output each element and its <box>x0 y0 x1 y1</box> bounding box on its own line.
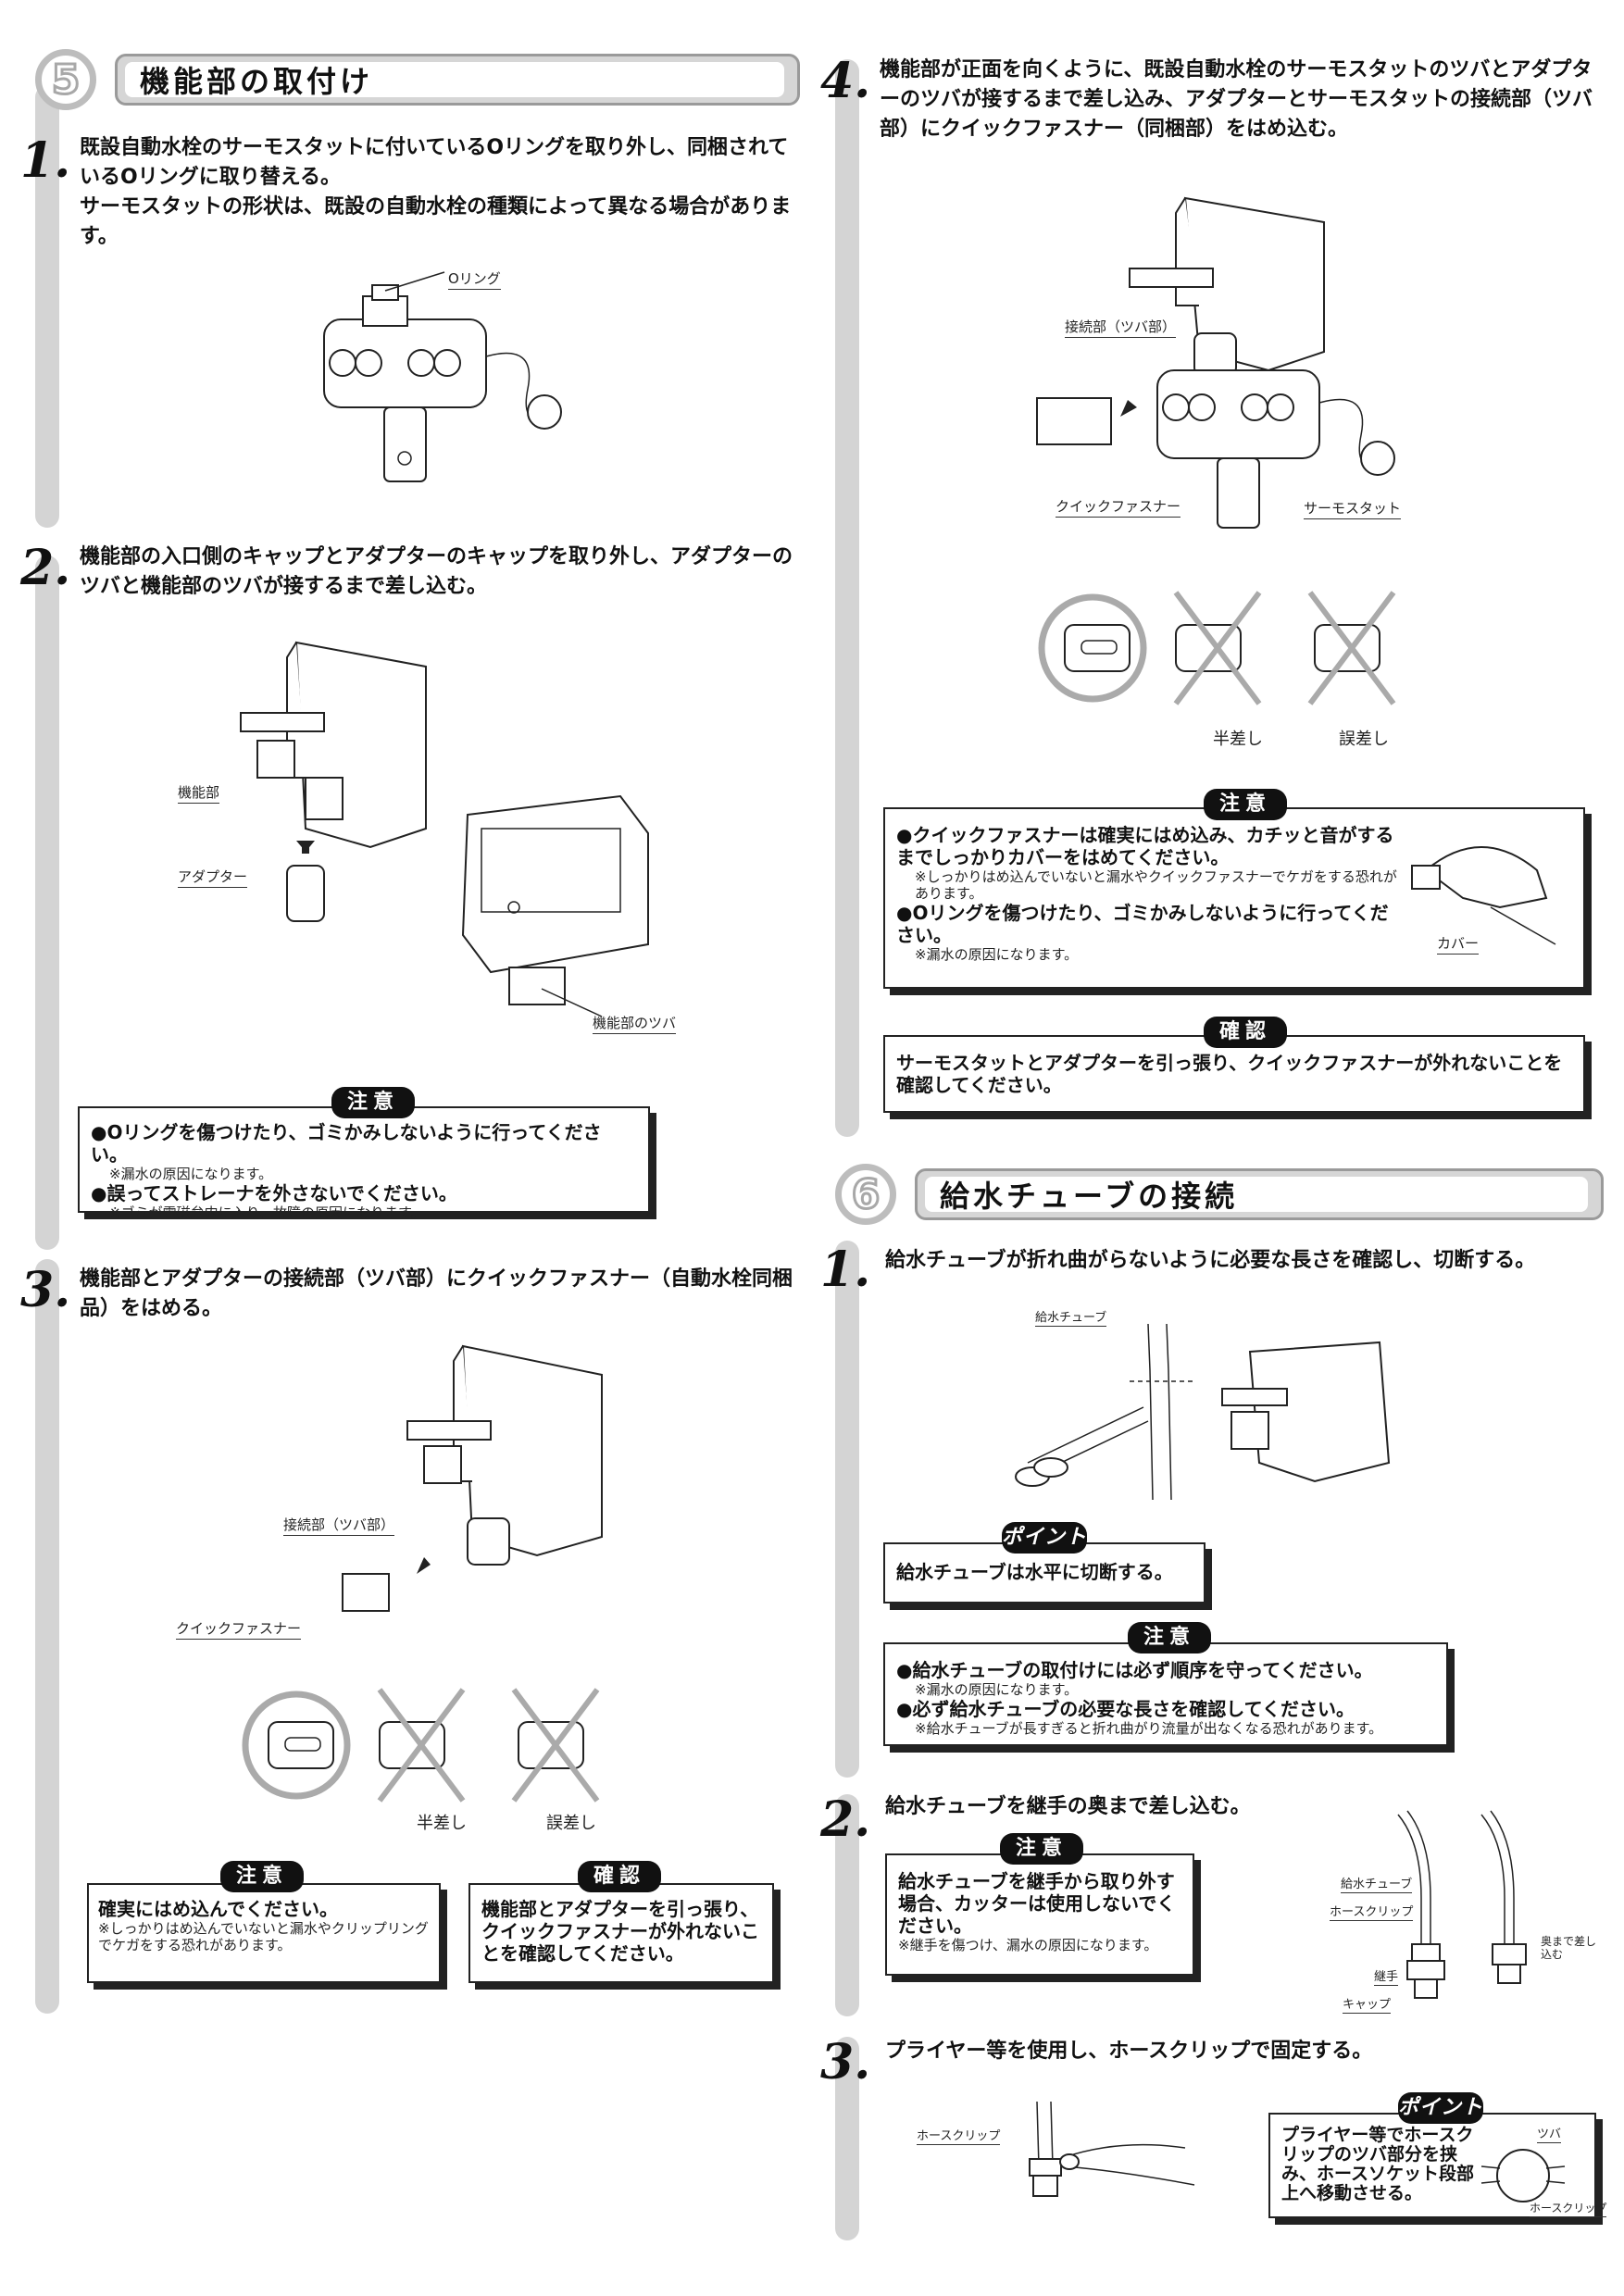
label-thermostat: サーモスタット <box>1304 498 1402 519</box>
step-text: 機能部の入口側のキャップとアダプターのキャップを取り外し、アダプターのツバと機能… <box>80 545 793 598</box>
fastener-fit-examples <box>242 1688 600 1803</box>
caution-bullet-2: ●Oリングを傷つけたり、ゴミかみしないように行ってください。 <box>896 902 1389 946</box>
label-hose-clip: ホースクリップ <box>1330 1902 1414 1921</box>
section-number: 6 <box>835 1164 896 1225</box>
section-title: 機能部の取付け <box>125 62 784 99</box>
step-text: 機能部とアダプターの接続部（ツバ部）にクイックファスナー（自動水栓同梱品）をはめ… <box>80 1267 793 1320</box>
section-number: 5 <box>35 49 96 110</box>
right-column-bar <box>835 59 859 1137</box>
label-tube: 給水チューブ <box>1341 1874 1413 1893</box>
caution-tag: 注意 <box>1128 1622 1211 1653</box>
label-deep-insert: 奥まで差し込む <box>1541 1935 1597 1961</box>
label-oring: Oリング <box>448 268 501 290</box>
confirm-tag: 確認 <box>1204 1017 1287 1048</box>
section-title-pill: 機能部の取付け <box>115 54 800 106</box>
tube-joint-illustration <box>1397 1810 1527 1999</box>
right-column-bar-3 <box>835 1794 859 2016</box>
section-title: 給水チューブの接続 <box>925 1177 1588 1214</box>
label-hose-clip: ホースクリップ <box>1530 2200 1607 2217</box>
cover-illustration <box>1411 846 1556 945</box>
step-text: 機能部が正面を向くように、既設自動水栓のサーモスタットのツバとアダプターのツバが… <box>880 58 1593 141</box>
section-6-header: 6 給水チューブの接続 <box>835 1164 1604 1225</box>
label-setsuzoku: 接続部（ツバ部） <box>283 1515 395 1536</box>
caution-box: ●Oリングを傷つけたり、ゴミかみしないように行ってください。 ※漏水の原因になり… <box>78 1106 650 1221</box>
label-cap: キャップ <box>1343 1994 1392 2014</box>
point-tag: ポイント <box>1002 1522 1087 1554</box>
tube-cutting-illustration <box>1015 1323 1391 1501</box>
confirm-tag: 確認 <box>578 1861 661 1892</box>
caution-bullet-2: ●誤ってストレーナを外さないでください。 <box>91 1182 457 1204</box>
label-tsuba: 機能部のツバ <box>593 1013 677 1034</box>
hose-clip-icon <box>1480 2149 1566 2202</box>
caution-tag: 注意 <box>331 1087 415 1118</box>
caution-box: 確実にはめ込んでください。 ※しっかりはめ込んでいないと漏水やクリップリング で… <box>87 1883 441 1983</box>
step-text: 給水チューブが折れ曲がらないように必要な長さを確認し、切断する。 <box>885 1249 1536 1272</box>
caution-bullet-1: ●Oリングを傷つけたり、ゴミかみしないように行ってください。 <box>91 1121 602 1166</box>
step-text: プライヤー等を使用し、ホースクリップで固定する。 <box>885 2040 1373 2063</box>
confirm-text: 機能部とアダプターを引っ張り、クイックファスナーが外れないことを確認してください… <box>481 1898 759 1965</box>
right-column-bar-2 <box>835 1241 859 1778</box>
point-box: プライヤー等でホースクリップのツバ部分を挟み、ホースソケット段部上へ移動させる。 <box>1268 2113 1596 2218</box>
label-half-insert: 半差し <box>1213 730 1263 749</box>
step-number: 3. <box>20 1262 71 1318</box>
caution-note: ※継手を傷つけ、漏水の原因になります。 <box>898 1937 1158 1953</box>
section-title-pill: 給水チューブの接続 <box>915 1168 1604 1220</box>
label-quick-fastener: クイックファスナー <box>176 1618 302 1640</box>
caution-note-2: ※給水チューブが長すぎると折れ曲がり流量が出なくなる恐れがあります。 <box>915 1720 1383 1737</box>
step-number: 2. <box>820 1791 871 1848</box>
step-number: 1. <box>820 1242 871 1298</box>
left-column-bar <box>35 85 59 528</box>
label-setsuzoku: 接続部（ツバ部） <box>1065 317 1177 338</box>
step-number: 3. <box>820 2034 871 2090</box>
label-adapter: アダプター <box>178 867 248 888</box>
caution-note-1: ※しっかりはめ込んでいないと漏水やクイックファスナーでケガをする恐れがあります。 <box>915 868 1397 902</box>
point-tag: ポイント <box>1398 2092 1483 2124</box>
caution-tag: 注意 <box>220 1861 304 1892</box>
label-tsuba: ツバ <box>1537 2124 1562 2143</box>
caution-text: 確実にはめ込んでください。 <box>98 1898 338 1920</box>
caution-tag: 注意 <box>1204 789 1287 820</box>
caution-box: 給水チューブを継手から取り外す場合、カッターは使用しないでください。 ※継手を傷… <box>885 1853 1194 1976</box>
label-cover: カバー <box>1437 933 1480 955</box>
step-number: 4. <box>820 53 871 109</box>
caution-bullet-2: ●必ず給水チューブの必要な長さを確認してください。 <box>896 1698 1355 1720</box>
confirm-text: サーモスタットとアダプターを引っ張り、クイックファスナーが外れないことを確認して… <box>896 1052 1563 1096</box>
caution-note-2: ※ゴミが電磁弁内に入り、故障の原因になります。 <box>109 1204 425 1221</box>
confirm-box: 機能部とアダプターを引っ張り、クイックファスナーが外れないことを確認してください… <box>468 1883 774 1983</box>
label-quick-fastener: クイックファスナー <box>1056 496 1181 518</box>
step-number: 2. <box>20 540 71 596</box>
section-5-header: 5 機能部の取付け <box>35 49 804 110</box>
quick-fastener-illustration <box>342 1344 603 1612</box>
thermostat-illustration <box>323 271 562 482</box>
caution-tag: 注意 <box>1000 1833 1083 1865</box>
caution-bullet-1: ●クイックファスナーは確実にはめ込み、カチッと音がするまでしっかりカバーをはめて… <box>896 824 1394 868</box>
label-hose-clip: ホースクリップ <box>917 2126 1001 2145</box>
caution-note-2: ※漏水の原因になります。 <box>915 946 1079 963</box>
label-joint: 継手 <box>1374 1966 1399 1986</box>
point-text: プライヤー等でホースクリップのツバ部分を挟み、ホースソケット段部上へ移動させる。 <box>1281 2125 1475 2203</box>
caution-note: ※しっかりはめ込んでいないと漏水やクリップリング でケガをする恐れがあります。 <box>98 1920 429 1953</box>
step-note: サーモスタットの形状は、既設の自動水栓の種類によって異なる場合があります。 <box>80 195 792 248</box>
caution-text: 給水チューブを継手から取り外す場合、カッターは使用しないでください。 <box>898 1870 1176 1937</box>
caution-box: ●給水チューブの取付けには必ず順序を守ってください。 ※漏水の原因になります。 … <box>883 1642 1448 1746</box>
step-text: 給水チューブを継手の奥まで差し込む。 <box>885 1795 1251 1818</box>
right-column-bar-4 <box>835 2037 859 2240</box>
left-column-bar-3 <box>35 1259 59 2014</box>
label-wrong-insert: 誤差し <box>546 1814 596 1833</box>
thermostat-assembly-illustration <box>1036 196 1395 529</box>
label-kinoubu: 機能部 <box>178 782 220 804</box>
label-wrong-insert: 誤差し <box>1339 730 1389 749</box>
caution-bullet-1: ●給水チューブの取付けには必ず順序を守ってください。 <box>896 1659 1373 1681</box>
caution-note-1: ※漏水の原因になります。 <box>109 1166 273 1182</box>
step-number: 1. <box>20 132 71 189</box>
function-unit-illustration <box>240 641 649 1017</box>
label-half-insert: 半差し <box>417 1814 467 1833</box>
caution-note-1: ※漏水の原因になります。 <box>915 1681 1079 1698</box>
fastener-fit-examples-2 <box>1038 591 1396 705</box>
step-text: 既設自動水栓のサーモスタットに付いているOリングを取り外し、同梱されているOリン… <box>80 136 789 189</box>
label-tube: 給水チューブ <box>1035 1307 1107 1327</box>
pliers-illustration <box>1029 2101 1195 2197</box>
point-text: 給水チューブは水平に切断する。 <box>896 1561 1173 1583</box>
left-column-bar-2 <box>35 555 59 1250</box>
